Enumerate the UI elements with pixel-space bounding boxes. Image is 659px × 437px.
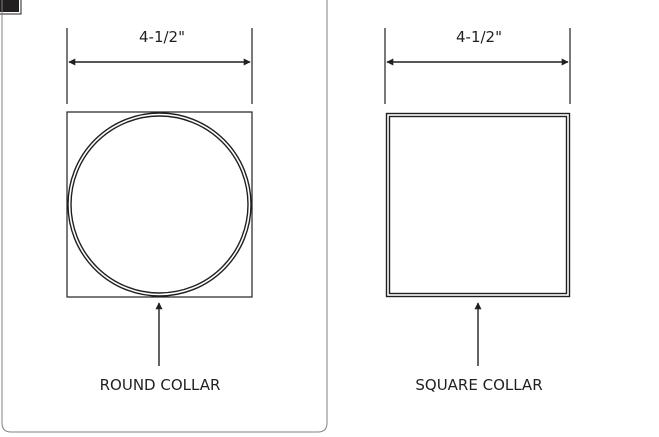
dimension-label: 4-1/2" <box>139 28 185 46</box>
corner-badge <box>0 0 19 12</box>
round-collar-inner-circle <box>70 115 249 294</box>
square-collar-inner-square <box>388 115 568 295</box>
square-collar-panel: 4-1/2" SQUARE COLLAR <box>384 28 571 394</box>
corner-badge-outline <box>0 0 22 15</box>
panel-frame <box>1 0 328 433</box>
collar-outline-square <box>66 111 253 298</box>
square-collar-caption: SQUARE COLLAR <box>415 376 542 394</box>
square-collar-outer-square <box>385 112 571 298</box>
round-collar-outer-circle <box>67 112 252 297</box>
round-collar-caption: ROUND COLLAR <box>100 376 221 394</box>
dimension-label: 4-1/2" <box>456 28 502 46</box>
round-collar-panel: 4-1/2" ROUND COLLAR <box>66 28 253 394</box>
